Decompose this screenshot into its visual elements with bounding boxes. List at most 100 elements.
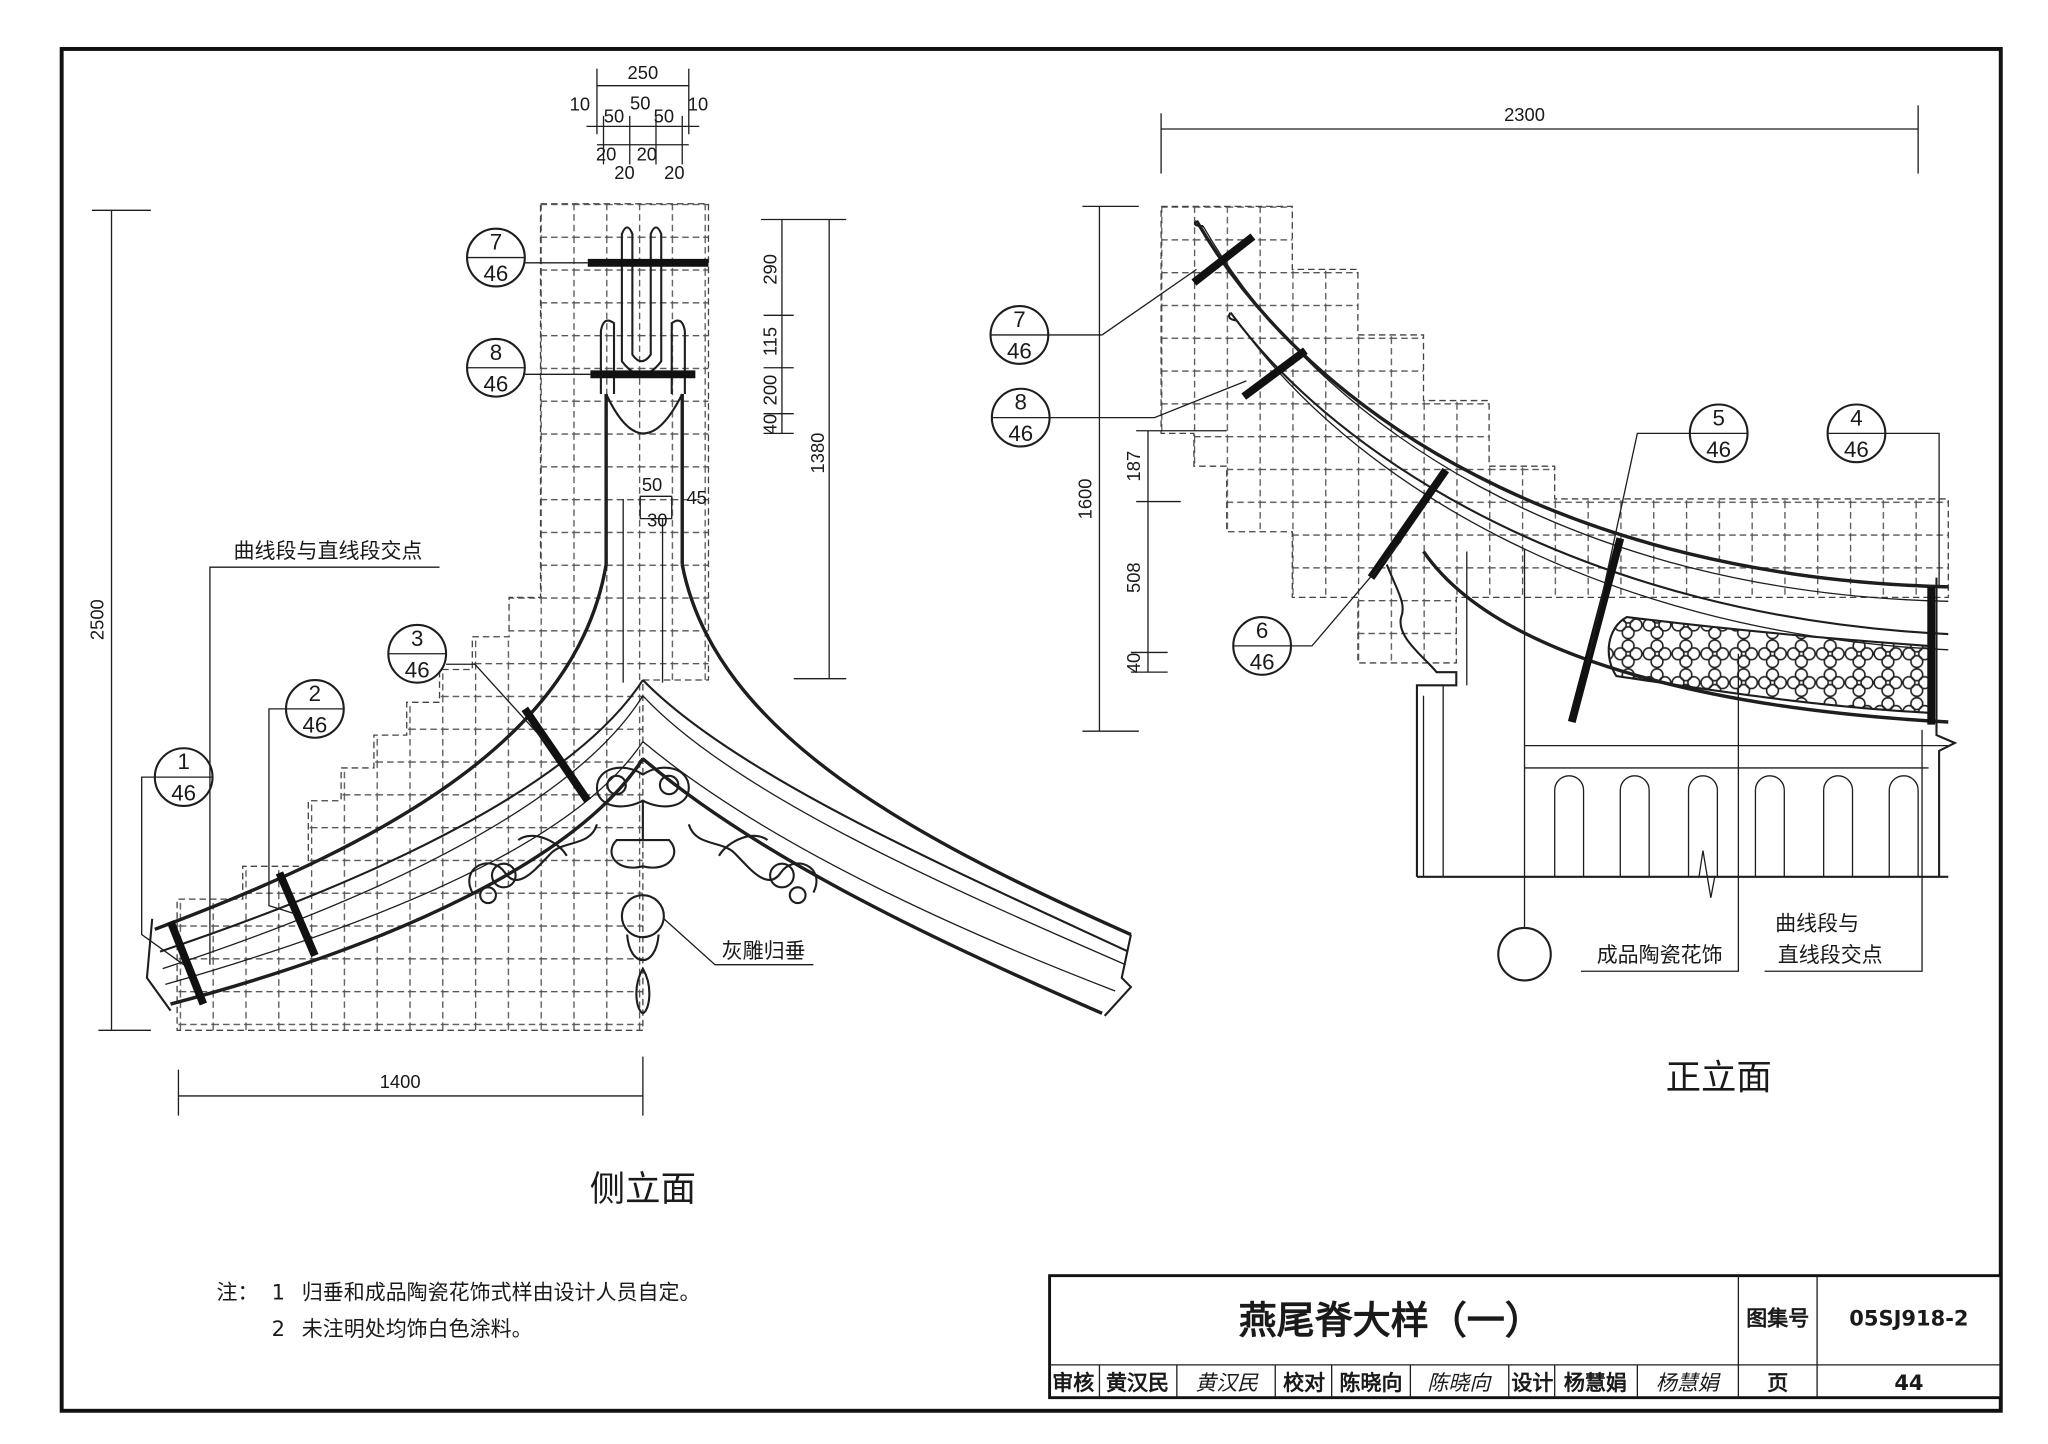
intersection-label-line2: 直线段交点 <box>1778 943 1883 967</box>
ornament-pendant <box>468 766 818 1015</box>
note-number: 2 <box>272 1317 285 1341</box>
section-marker-8: 8 46 <box>466 337 591 398</box>
atlas-number: 05SJ918-2 <box>1849 1307 1968 1331</box>
page-label: 页 <box>1767 1371 1788 1395</box>
dim-v2: 508 <box>1123 562 1144 593</box>
intersection-leader <box>1764 729 1923 972</box>
ceramic-label: 成品陶瓷花饰 <box>1597 943 1723 967</box>
dim-width: 1400 <box>380 1071 421 1092</box>
intersection-label: 曲线段与直线段交点 <box>234 539 423 563</box>
marker-sheet: 46 <box>302 712 327 737</box>
dim-top-d: 50 <box>654 105 674 126</box>
marker-sheet: 46 <box>1007 339 1032 364</box>
dim-top-e: 10 <box>688 94 708 115</box>
reviewer-signature: 黄汉民 <box>1195 1371 1259 1395</box>
designer-name: 杨慧娟 <box>1564 1371 1627 1395</box>
ornament-leader <box>663 918 814 966</box>
dim-w1: 50 <box>642 474 662 495</box>
top-dimensions <box>586 68 700 165</box>
section-bar-5 <box>1567 537 1625 724</box>
intersection-leader <box>209 566 440 965</box>
section-marker-1: 1 46 <box>141 747 214 966</box>
marker-sheet: 46 <box>1008 421 1033 446</box>
notes-prefix: 注： <box>216 1280 258 1304</box>
front-dimensions <box>1082 105 1919 732</box>
sheet-title: 燕尾脊大样（一） <box>1239 1298 1543 1342</box>
marker-sheet: 46 <box>1706 437 1731 462</box>
dim-v3: 200 <box>760 375 781 406</box>
marker-number: 8 <box>490 340 502 365</box>
dim-height: 1600 <box>1075 479 1096 520</box>
marker-number: 4 <box>1850 405 1862 430</box>
reference-circle <box>1497 926 1552 982</box>
section-bar-8 <box>1241 347 1308 400</box>
side-elevation: 灰雕归垂 曲线段与直线段交点 7 46 8 46 3 46 <box>87 62 1133 1210</box>
dim-bot-b: 20 <box>637 143 657 164</box>
marker-sheet: 46 <box>484 261 509 286</box>
ceramic-ornament-outline <box>1607 615 1930 714</box>
note-text: 未注明处均饰白色涂料。 <box>302 1317 533 1341</box>
dim-top-a: 10 <box>570 94 590 115</box>
designer-signature: 杨慧娟 <box>1656 1371 1722 1395</box>
page-number: 44 <box>1894 1371 1923 1395</box>
ridge-arms <box>145 564 1133 1017</box>
marker-sheet: 46 <box>405 657 430 682</box>
front-elevation: 7 46 8 46 6 46 5 46 4 <box>989 104 1958 1098</box>
dim-v5: 1380 <box>807 433 828 474</box>
marker-number: 7 <box>1013 307 1025 332</box>
section-marker-2: 2 46 <box>268 678 345 915</box>
vertical-dimensions <box>91 209 847 1116</box>
marker-number: 1 <box>177 749 189 774</box>
dim-v2: 115 <box>760 327 781 356</box>
marker-number: 2 <box>309 681 321 706</box>
dim-top-b: 50 <box>604 105 624 126</box>
dashed-grid <box>1160 205 1949 664</box>
notes: 注： 1 归垂和成品陶瓷花饰式样由设计人员自定。 2 未注明处均饰白色涂料。 <box>216 1280 700 1341</box>
section-marker-3: 3 46 <box>387 623 552 749</box>
note-number: 1 <box>272 1280 285 1304</box>
reviewer-name: 黄汉民 <box>1106 1371 1169 1395</box>
ornament-label: 灰雕归垂 <box>722 939 806 963</box>
section-bar-3 <box>521 706 592 803</box>
section-bar-1 <box>166 919 208 1006</box>
ceramic-leader <box>1580 653 1740 972</box>
marker-number: 6 <box>1256 618 1268 643</box>
dim-width: 2300 <box>1504 104 1545 125</box>
dim-v1: 187 <box>1123 451 1144 482</box>
dim-v1: 290 <box>760 254 781 285</box>
dim-v3: 40 <box>1123 653 1144 673</box>
section-marker-7: 7 46 <box>466 227 588 288</box>
section-marker-5: 5 46 <box>1586 403 1749 664</box>
front-elevation-caption: 正立面 <box>1666 1057 1772 1098</box>
checker-name: 陈晓向 <box>1340 1371 1403 1395</box>
marker-number: 7 <box>490 230 502 255</box>
finial-column <box>599 226 686 683</box>
side-elevation-caption: 侧立面 <box>590 1169 696 1210</box>
dim-height-total: 2500 <box>87 599 108 640</box>
dim-top-c: 50 <box>630 92 650 113</box>
note-text: 归垂和成品陶瓷花饰式样由设计人员自定。 <box>302 1280 701 1304</box>
marker-sheet: 46 <box>1844 437 1869 462</box>
section-marker-8: 8 46 <box>990 380 1247 448</box>
intersection-label-line1: 曲线段与 <box>1775 912 1859 936</box>
atlas-label: 图集号 <box>1746 1307 1809 1331</box>
marker-number: 8 <box>1015 390 1027 415</box>
title-block: 燕尾脊大样（一） 图集号 05SJ918-2 审核 黄汉民 黄汉民 校对 陈晓向… <box>1048 1274 2003 1400</box>
dim-bot-d: 20 <box>664 162 684 183</box>
marker-sheet: 46 <box>484 371 509 396</box>
checker-signature: 陈晓向 <box>1427 1371 1492 1395</box>
dim-top-total: 250 <box>628 62 659 83</box>
design-label: 设计 <box>1511 1371 1553 1395</box>
marker-number: 3 <box>411 626 423 651</box>
wall-structure <box>1385 548 1958 928</box>
check-label: 校对 <box>1283 1371 1325 1395</box>
section-bar-2 <box>275 871 319 958</box>
marker-sheet: 46 <box>171 781 196 806</box>
review-label: 审核 <box>1052 1371 1094 1395</box>
section-marker-4: 4 46 <box>1826 403 1940 589</box>
section-bar-7 <box>1191 233 1256 286</box>
section-bar-6 <box>1367 467 1450 580</box>
marker-number: 5 <box>1712 405 1724 430</box>
dim-w2: 45 <box>686 487 706 508</box>
